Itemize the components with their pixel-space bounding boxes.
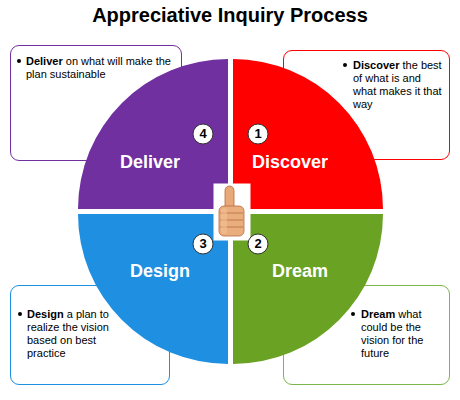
step-number: 4 <box>192 123 214 145</box>
bullet-dot <box>18 312 22 316</box>
callout-keyword: Dream <box>361 308 395 320</box>
step-number: 2 <box>247 233 269 255</box>
number-circle-outline <box>193 124 213 144</box>
quadrant-sector: Dream2 <box>233 214 383 364</box>
thumb-frame <box>213 183 250 240</box>
step-number-circle: 1 <box>247 123 269 145</box>
thumb-hand <box>219 186 244 236</box>
phase-label: Deliver <box>120 152 180 173</box>
step-number-circle: 3 <box>192 233 214 255</box>
quadrant-sector: Deliver 4 <box>78 59 228 209</box>
phase-label: Dream <box>272 261 328 282</box>
phase-label: Discover <box>252 152 328 173</box>
step-number-circle: 4 <box>192 123 214 145</box>
callout-text: Discover the best of what is and what ma… <box>353 59 447 111</box>
title-holder: Appreciative Inquiry Process <box>0 0 460 27</box>
step-number: 3 <box>192 233 214 255</box>
callout-keyword: Deliver <box>26 55 63 67</box>
diagram-title: Appreciative Inquiry Process <box>0 3 460 27</box>
quadrant-sector: Discover 1 <box>233 59 383 209</box>
number-circle-outline <box>193 234 213 254</box>
bullet-dot <box>17 59 21 63</box>
number-circle-outline <box>248 124 268 144</box>
phase-label: Design <box>130 261 190 282</box>
callout-keyword: Discover <box>353 59 399 71</box>
bullet-dot <box>351 312 355 316</box>
sector-fill <box>233 59 383 209</box>
sector-fill <box>78 59 228 209</box>
callout-text: Dream what could be the vision for the f… <box>361 308 447 360</box>
quadrant-sector: Design3 <box>78 214 228 364</box>
callout-keyword: Design <box>27 308 64 320</box>
step-number: 1 <box>247 123 269 145</box>
callout-text: Deliver on what will make the plan susta… <box>26 55 176 81</box>
step-number-circle: 2 <box>247 233 269 255</box>
number-circle-outline <box>248 234 268 254</box>
callout-text: Design a plan to realize the vision base… <box>27 308 119 360</box>
bullet-dot <box>343 63 347 67</box>
